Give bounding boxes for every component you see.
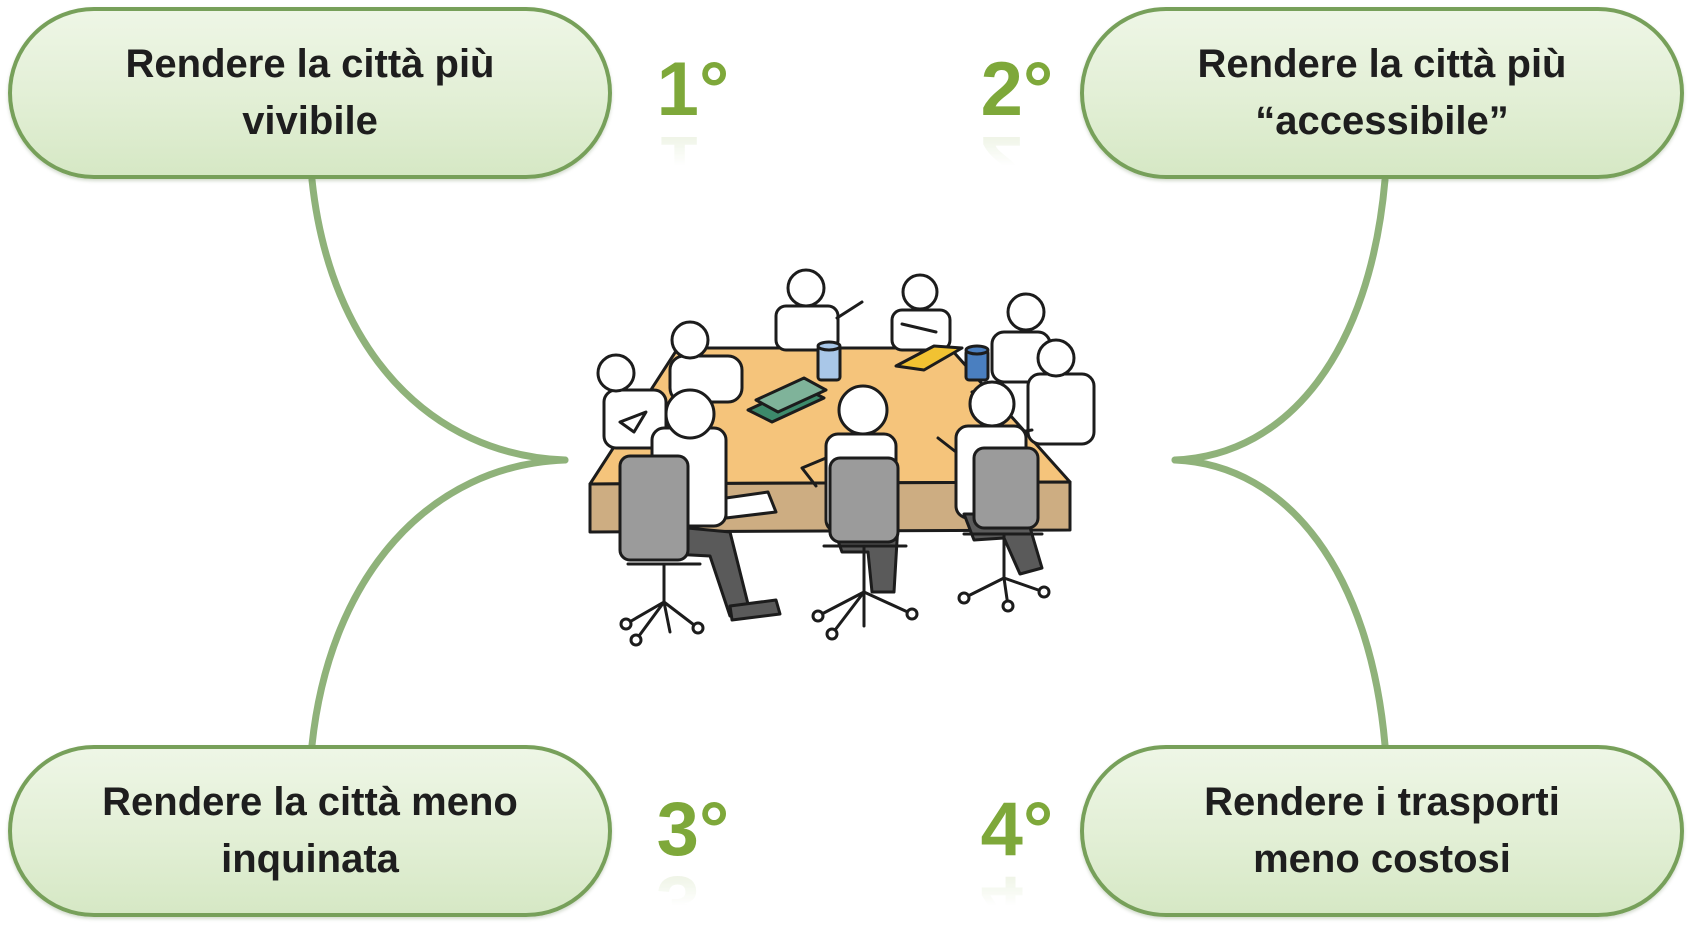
rank-label-1: 1° 1°	[643, 47, 743, 206]
meeting-table-icon	[588, 268, 1096, 647]
rank-label-3: 3° 3°	[643, 787, 743, 945]
priority-text-3: Rendere la città meno inquinata	[102, 780, 518, 881]
priority-text-2: Rendere la città più “accessibile”	[1197, 42, 1567, 143]
connector-lines	[308, 176, 1389, 749]
priority-text-1: Rendere la città più vivibile	[125, 42, 495, 143]
priority-box-2: Rendere la città più “accessibile”	[1080, 7, 1684, 179]
rank-number-3: 3°	[656, 787, 730, 872]
connector-line-3	[308, 456, 569, 749]
rank-label-4: 4° 4°	[967, 787, 1067, 945]
connector-line-2	[1171, 176, 1389, 464]
rank-number-4: 4°	[980, 787, 1054, 872]
rank-label-2: 2° 2°	[967, 47, 1067, 206]
connector-line-4	[1171, 456, 1389, 749]
rank-number-1: 1°	[656, 47, 730, 132]
priority-box-1: Rendere la città più vivibile	[8, 7, 612, 179]
priority-text-4: Rendere i trasporti meno costosi	[1204, 780, 1560, 881]
priority-box-4: Rendere i trasporti meno costosi	[1080, 745, 1684, 917]
priority-box-3: Rendere la città meno inquinata	[8, 745, 612, 917]
connector-line-1	[308, 176, 569, 464]
rank-number-2: 2°	[980, 47, 1054, 132]
